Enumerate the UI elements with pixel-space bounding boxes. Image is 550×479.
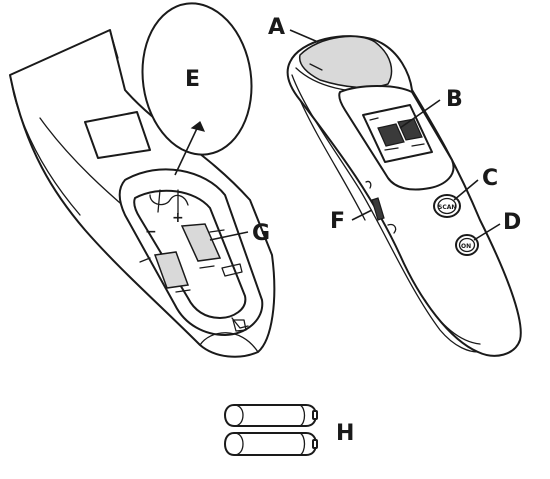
leader-lines bbox=[209, 29, 501, 241]
label-h: H bbox=[336, 421, 354, 446]
svg-text:−: − bbox=[145, 224, 157, 240]
battery-cover bbox=[141, 2, 253, 176]
label-e: E bbox=[185, 67, 200, 92]
leader-c bbox=[453, 179, 479, 201]
thermometer-back-view: + − bbox=[9, 29, 276, 358]
label-c: C bbox=[482, 166, 498, 191]
thermometer-front-view: SCAN ON bbox=[286, 35, 522, 357]
batteries bbox=[224, 404, 318, 456]
label-b: B bbox=[446, 87, 463, 112]
svg-text:+: + bbox=[172, 210, 184, 226]
label-d: D bbox=[503, 210, 521, 235]
onoff-button-label: ON bbox=[461, 243, 471, 250]
label-a: A bbox=[268, 15, 285, 40]
label-f: F bbox=[330, 209, 345, 234]
leader-d bbox=[473, 223, 501, 241]
leader-b bbox=[399, 99, 441, 129]
leader-f bbox=[351, 209, 373, 221]
label-g: G bbox=[252, 221, 270, 246]
scan-button-label: SCAN bbox=[438, 204, 456, 211]
leader-g bbox=[209, 231, 249, 241]
leader-a bbox=[289, 29, 319, 43]
